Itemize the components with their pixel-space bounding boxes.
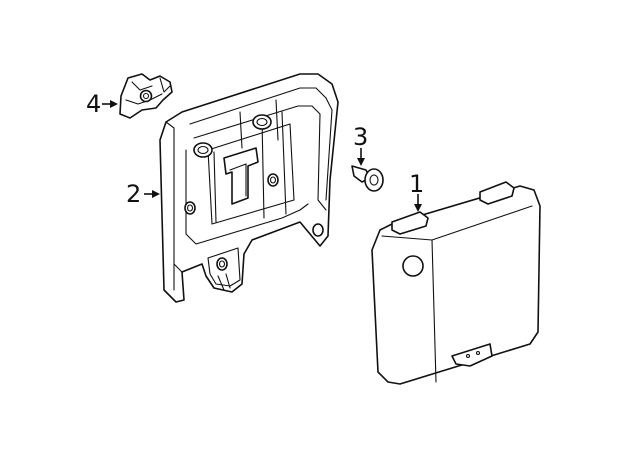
callout-label-4: 4 <box>86 90 101 118</box>
part-1-control-module <box>371 181 541 385</box>
part-4-clip <box>119 73 173 119</box>
callout-2: 2 <box>126 180 160 208</box>
callout-label-3: 3 <box>353 123 368 151</box>
callout-4: 4 <box>86 90 118 118</box>
callout-label-1: 1 <box>409 170 424 198</box>
part-2-bracket <box>159 73 339 303</box>
part-3-push-pin <box>351 165 384 192</box>
callout-1: 1 <box>409 170 424 212</box>
callout-3: 3 <box>353 123 368 166</box>
callout-label-2: 2 <box>126 180 141 208</box>
